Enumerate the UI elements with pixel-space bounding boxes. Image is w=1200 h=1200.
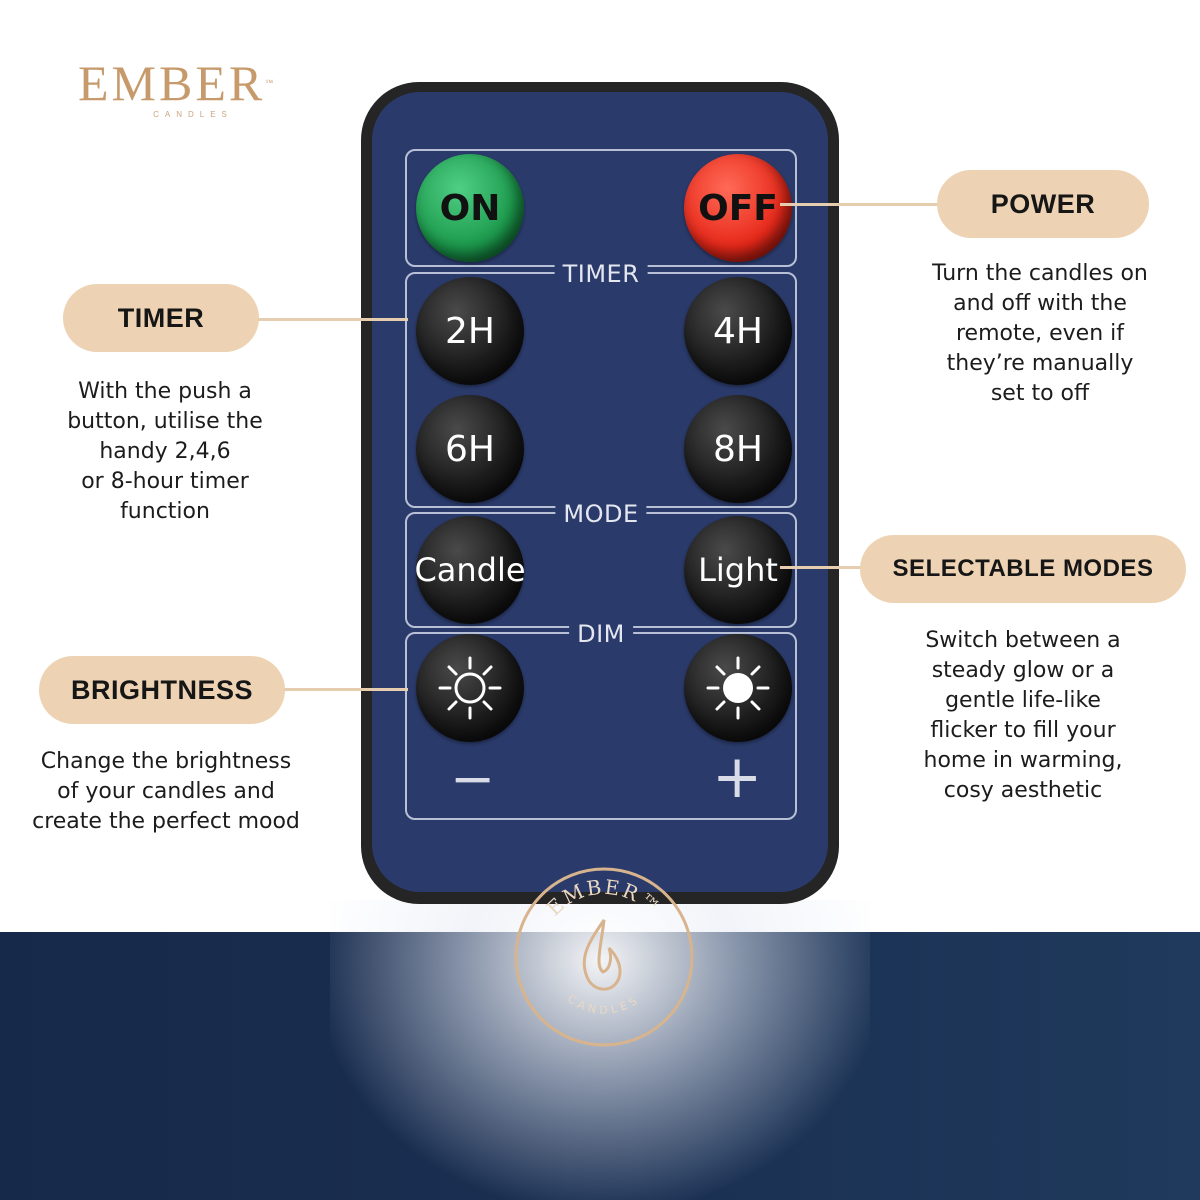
power-leader-line [780, 203, 940, 206]
brand-name: EMBER™ [78, 55, 273, 111]
power-desc-line: set to off [990, 381, 1090, 406]
timer-desc-line: or 8-hour timer [81, 469, 249, 494]
mode-label: MODE [555, 500, 647, 528]
power-pill: POWER [937, 170, 1149, 238]
timer-4h-button[interactable]: 4H [684, 277, 792, 385]
flame-icon [582, 919, 622, 991]
timer-desc-line: button, utilise the [67, 409, 263, 434]
on-button[interactable]: ON [416, 154, 524, 262]
brightness-desc-line: of your candles and [57, 779, 275, 804]
brand-tm: ™ [265, 78, 277, 87]
timer-desc-line: handy 2,4,6 [99, 439, 231, 464]
timer-2h-button[interactable]: 2H [416, 277, 524, 385]
timer-8h-button[interactable]: 8H [684, 395, 792, 503]
timer-leader-line [258, 318, 408, 321]
brightness-description: Change the brightness of your candles an… [6, 747, 326, 837]
power-desc-line: remote, even if [955, 321, 1125, 346]
dim-panel: DIM [405, 620, 797, 820]
power-desc-line: they’re manually [946, 351, 1134, 376]
off-button[interactable]: OFF [684, 154, 792, 262]
power-desc-line: Turn the candles on [932, 261, 1148, 286]
brand-logo: EMBER™ CANDLES [78, 55, 273, 119]
timer-desc-line: function [120, 499, 210, 524]
emblem-bottom-text: CANDLES [565, 992, 639, 1017]
brightness-desc-line: create the perfect mood [32, 809, 300, 834]
brand-name-text: EMBER [78, 55, 266, 111]
modes-leader-line [780, 566, 862, 569]
remote-control: ON OFF TIMER 2H 4H 6H 8H MODE Candle Lig… [361, 82, 839, 1047]
brightness-leader-line [284, 688, 408, 691]
sun-outline-icon [438, 656, 502, 720]
dim-minus-sign: − [450, 747, 496, 810]
modes-desc-line: home in warming, [923, 748, 1123, 773]
modes-desc-line: gentle life-like [945, 688, 1101, 713]
modes-description: Switch between a steady glow or a gentle… [868, 626, 1178, 806]
candle-mode-button[interactable]: Candle [414, 516, 526, 624]
brand-sub: CANDLES [153, 110, 233, 119]
power-desc-line: and off with the [953, 291, 1127, 316]
dim-label: DIM [569, 620, 633, 648]
modes-desc-line: flicker to fill your [930, 718, 1116, 743]
remote-ember-emblem: EMBER™ CANDLES [514, 867, 694, 1047]
svg-text:CANDLES: CANDLES [565, 992, 643, 1017]
light-mode-button[interactable]: Light [684, 516, 792, 624]
dim-plus-sign: + [712, 742, 763, 812]
timer-pill: TIMER [63, 284, 259, 352]
brightness-desc-line: Change the brightness [40, 749, 292, 774]
remote-face: ON OFF TIMER 2H 4H 6H 8H MODE Candle Lig… [372, 92, 828, 1047]
timer-panel: TIMER [405, 260, 797, 508]
modes-desc-line: steady glow or a [931, 658, 1115, 683]
brightness-pill: BRIGHTNESS [39, 656, 285, 724]
dim-down-button[interactable] [416, 634, 524, 742]
modes-desc-line: Switch between a [925, 628, 1121, 653]
timer-description: With the push a button, utilise the hand… [20, 377, 310, 527]
modes-desc-line: cosy aesthetic [943, 778, 1103, 803]
timer-label: TIMER [554, 260, 648, 288]
timer-6h-button[interactable]: 6H [416, 395, 524, 503]
power-description: Turn the candles on and off with the rem… [880, 259, 1200, 409]
sun-filled-icon [706, 656, 770, 720]
modes-pill: SELECTABLE MODES [860, 535, 1186, 603]
dim-up-button[interactable] [684, 634, 792, 742]
timer-desc-line: With the push a [78, 379, 252, 404]
